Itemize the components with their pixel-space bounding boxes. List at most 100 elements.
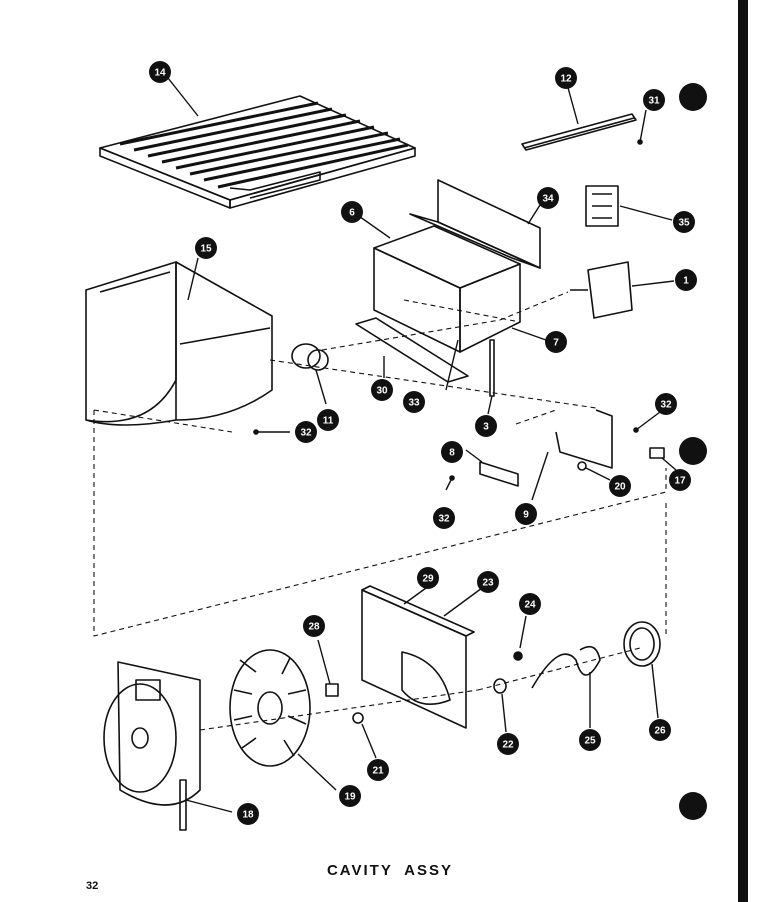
callout-20: 20 (609, 475, 631, 497)
callout-31: 31 (643, 89, 665, 111)
part-20-fastener (577, 461, 611, 481)
callout-34: 34 (537, 187, 559, 209)
registration-dot-bottom (679, 792, 707, 820)
callout-number: 3 (483, 422, 489, 433)
part-34-bracket (409, 179, 541, 269)
part-12-strip (521, 83, 637, 151)
callout-23: 23 (477, 571, 499, 593)
callout-number: 23 (482, 578, 494, 589)
callout-number: 8 (449, 448, 455, 459)
callout-3: 3 (475, 415, 497, 437)
callout-balloon (237, 803, 259, 825)
callout-7: 7 (545, 331, 567, 353)
callout-32: 32 (295, 421, 317, 443)
part-3-rod (487, 339, 495, 415)
callout-balloon (195, 237, 217, 259)
callout-balloon (669, 469, 691, 491)
callout-21: 21 (367, 759, 389, 781)
part-26-cover (623, 621, 661, 719)
callout-balloon (673, 211, 695, 233)
part-31-screw (637, 109, 647, 145)
callout-number: 28 (308, 622, 320, 633)
callout-balloon (367, 759, 389, 781)
callout-number: 1 (683, 276, 689, 287)
callout-32: 32 (655, 393, 677, 415)
callout-number: 7 (553, 338, 559, 349)
callout-balloon (341, 201, 363, 223)
callout-balloon (403, 391, 425, 413)
callout-number: 30 (376, 386, 388, 397)
part-1-motor (570, 261, 675, 319)
callout-29: 29 (417, 567, 439, 589)
callout-balloon (537, 187, 559, 209)
callout-number: 17 (674, 476, 686, 487)
registration-dot-middle (679, 437, 707, 465)
diagram-title: CAVITY ASSY (326, 862, 454, 879)
callout-number: 15 (200, 244, 212, 255)
callout-balloon (609, 475, 631, 497)
callout-number: 22 (502, 740, 514, 751)
callout-32: 32 (433, 507, 455, 529)
callout-number: 35 (678, 218, 690, 229)
part-14-shelf-grille (99, 77, 416, 209)
callout-17: 17 (669, 469, 691, 491)
callout-35: 35 (673, 211, 695, 233)
callout-28: 28 (303, 615, 325, 637)
part-19-fan-wheel (229, 649, 337, 791)
callout-12: 12 (555, 67, 577, 89)
callout-14: 14 (149, 61, 171, 83)
callout-balloon (477, 571, 499, 593)
part-28-hub (317, 639, 339, 697)
part-8-mount (465, 449, 519, 487)
callout-number: 32 (660, 400, 672, 411)
callout-balloon (643, 89, 665, 111)
callout-24: 24 (519, 593, 541, 615)
part-24-nut (513, 615, 527, 661)
callout-number: 29 (422, 574, 434, 585)
callout-8: 8 (441, 441, 463, 463)
callout-25: 25 (579, 729, 601, 751)
callout-balloon (417, 567, 439, 589)
callout-balloon (519, 593, 541, 615)
part-23-blower-plate (361, 585, 483, 729)
page-number: 32 (86, 880, 99, 892)
part-32-screw-center (445, 475, 455, 491)
callout-number: 19 (344, 792, 356, 803)
part-32-screw-right (633, 411, 661, 433)
callout-balloon (303, 615, 325, 637)
callout-number: 20 (614, 482, 626, 493)
callout-number: 26 (654, 726, 666, 737)
callout-balloon (149, 61, 171, 83)
callout-22: 22 (497, 733, 519, 755)
registration-dot-top (679, 83, 707, 111)
callout-11: 11 (317, 409, 339, 431)
callout-number: 31 (648, 96, 660, 107)
callout-33: 33 (403, 391, 425, 413)
part-18-blower-housing (103, 661, 233, 831)
part-6-cavity-box (355, 213, 521, 353)
callout-number: 32 (300, 428, 312, 439)
callout-number: 14 (154, 68, 166, 79)
callout-number: 11 (323, 416, 334, 427)
callout-15: 15 (195, 237, 217, 259)
callout-19: 19 (339, 785, 361, 807)
callout-30: 30 (371, 379, 393, 401)
callout-number: 33 (408, 398, 420, 409)
callout-balloon (497, 733, 519, 755)
part-11-fitting (291, 343, 329, 405)
callout-number: 21 (372, 766, 384, 777)
callout-number: 24 (524, 600, 536, 611)
callout-balloon (433, 507, 455, 529)
callout-balloon (317, 409, 339, 431)
callout-number: 6 (349, 208, 355, 219)
part-22-washer (493, 678, 507, 733)
callout-balloon (649, 719, 671, 741)
callout-18: 18 (237, 803, 259, 825)
callout-number: 9 (523, 510, 529, 521)
callout-balloon (655, 393, 677, 415)
callout-balloon (475, 415, 497, 437)
part-35-clip (585, 185, 673, 227)
callout-balloon (555, 67, 577, 89)
